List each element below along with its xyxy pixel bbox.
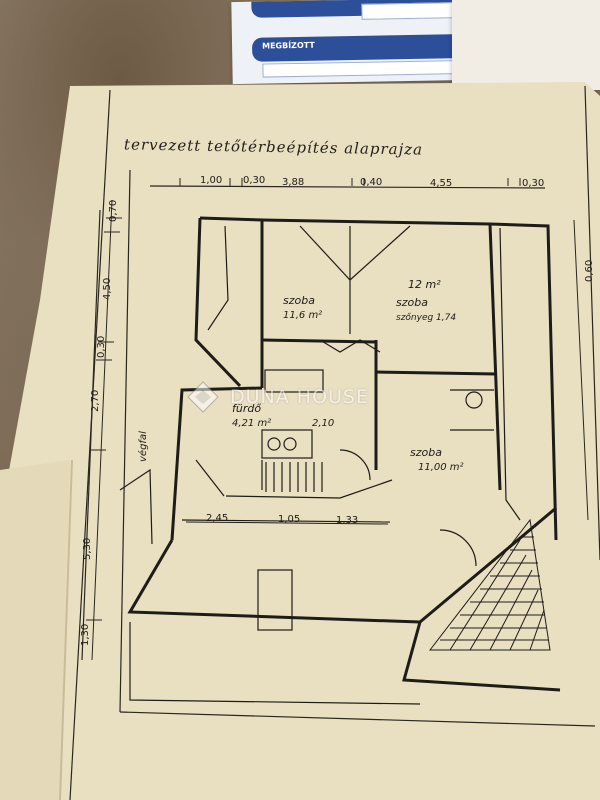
room-2-annotation: szőnyeg 1,74: [396, 313, 456, 323]
dim-bottom-2: 1,05: [278, 514, 300, 525]
house-logo-icon: [187, 381, 219, 413]
room-2-name: szoba: [396, 296, 428, 309]
dim-bottom-1: 2,45: [206, 513, 228, 524]
paper-fold-shadow: [0, 460, 70, 800]
room-1-area: 11,6 m²: [283, 310, 322, 321]
dimension-line-right: [573, 219, 589, 521]
plan-frame: [69, 85, 600, 800]
dim-left-1: 0,70: [108, 200, 119, 222]
dim-bottom-3: 1,33: [336, 515, 358, 526]
paper-fold-crease: [59, 459, 73, 800]
room-1-name: szoba: [283, 294, 315, 307]
dim-right-1: 0,60: [584, 260, 595, 282]
dim-left-4: 2,70: [90, 390, 101, 412]
paper-sheet: [0, 82, 600, 800]
room-3-area: 4,21 m²: [232, 418, 271, 429]
dim-left-6: 1,30: [80, 624, 91, 646]
dim-top-2: 0,30: [243, 175, 265, 186]
dim-left-3: 0,30: [96, 336, 107, 358]
room-2-area: 12 m²: [408, 278, 441, 291]
room-4-name: szoba: [410, 446, 442, 459]
dimension-line-top: [179, 178, 521, 186]
dimension-line-left: [86, 199, 122, 661]
dim-top-3: 3,88: [282, 177, 304, 188]
room-5-area: 2,10: [312, 418, 334, 429]
dim-top-5: 4,55: [430, 178, 452, 189]
watermark: DUNA HOUSE: [186, 380, 416, 420]
background-paper-right: [452, 0, 600, 90]
plan-walls: [127, 216, 561, 692]
dim-left-2: 4,50: [102, 278, 113, 300]
plan-inner-lines: [119, 225, 521, 705]
dim-top-1: 1,00: [200, 175, 222, 186]
room-4-area: 11,00 m²: [418, 462, 464, 473]
watermark-brand: DUNA HOUSE: [230, 386, 370, 408]
dim-left-5: 5,30: [82, 538, 93, 560]
dim-top-6: 0,30: [522, 178, 544, 189]
dimension-line-bottom: [185, 521, 389, 525]
annotation-left: végfal: [137, 431, 149, 462]
dim-top-4: 0,40: [360, 177, 382, 188]
staircase-grid: [428, 518, 551, 651]
room-3-name: fürdő: [232, 402, 261, 415]
